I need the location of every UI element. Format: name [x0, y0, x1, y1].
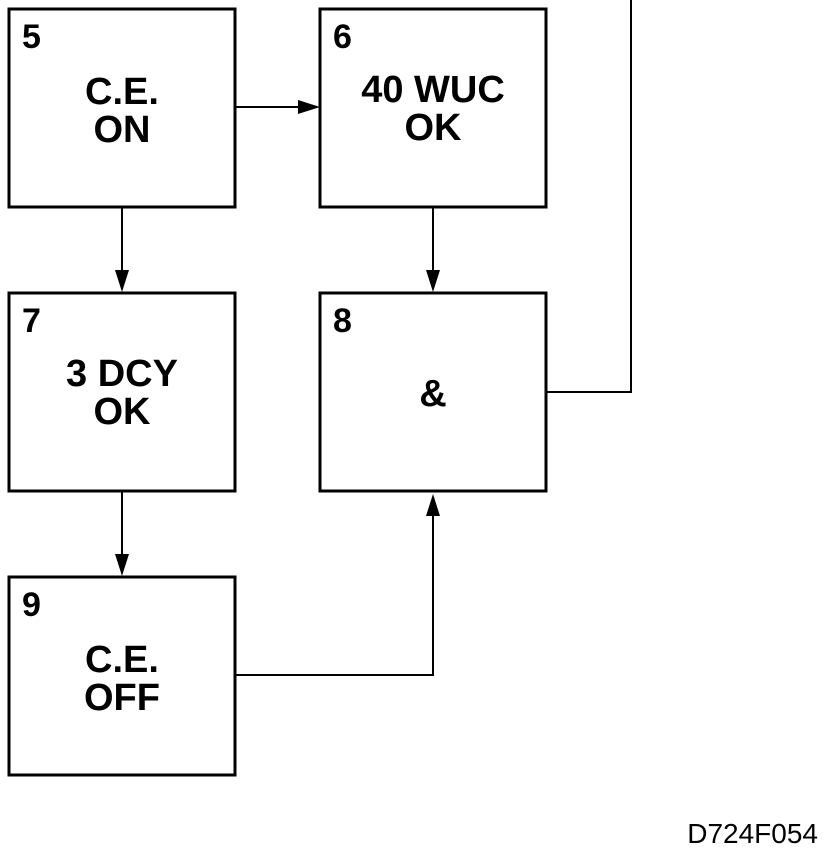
connectors — [115, 0, 632, 676]
arrowhead-5-to-7 — [115, 270, 129, 292]
box-7-line-2: OK — [94, 391, 152, 433]
connector-8-to-off-page — [546, 0, 632, 393]
box-7-number: 7 — [22, 302, 41, 340]
box-9: 9 C.E. OFF — [7, 575, 237, 777]
arrowhead-5-to-6 — [298, 100, 320, 114]
box-8-frame — [318, 291, 548, 493]
box-9-number: 9 — [22, 586, 41, 624]
box-8-line-1: & — [419, 373, 446, 415]
box-6-frame — [318, 7, 548, 209]
box-6-line-1: 40 WUC — [361, 69, 505, 111]
box-9-line-2: OFF — [84, 677, 160, 719]
box-7-frame — [7, 291, 237, 493]
arrowhead-9-to-8 — [426, 494, 440, 516]
box-7: 7 3 DCY OK — [7, 291, 237, 493]
box-5: 5 C.E. ON — [7, 7, 237, 209]
box-5-line-2: ON — [94, 109, 151, 151]
box-5-number: 5 — [22, 18, 41, 56]
box-9-line-1: C.E. — [85, 639, 159, 681]
box-7-line-1: 3 DCY — [66, 353, 178, 395]
box-6-number: 6 — [333, 18, 352, 56]
box-5-frame — [7, 7, 237, 209]
box-6: 6 40 WUC OK — [318, 7, 548, 209]
connector-9-to-8 — [236, 514, 434, 676]
box-9-frame — [7, 575, 237, 777]
figure-id-label: D724F054 — [687, 818, 818, 849]
box-6-line-2: OK — [405, 107, 463, 149]
box-8: 8 & — [318, 291, 548, 493]
arrowhead-6-to-8 — [426, 270, 440, 292]
box-8-number: 8 — [333, 302, 352, 340]
arrowhead-7-to-9 — [115, 554, 129, 576]
box-5-line-1: C.E. — [85, 71, 159, 113]
